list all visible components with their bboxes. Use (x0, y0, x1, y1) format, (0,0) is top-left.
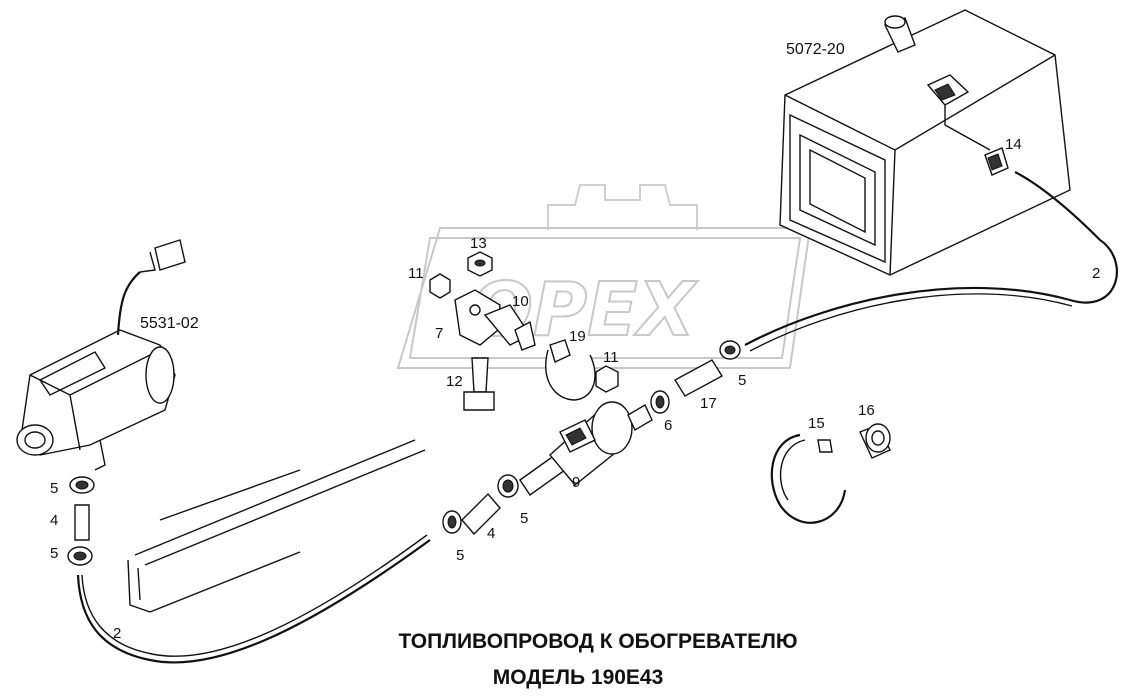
heater-connector (116, 239, 186, 336)
callout-2-right: 2 (1092, 265, 1100, 282)
label-heater-ref: 5531-02 (140, 315, 199, 332)
callout-11-upper: 11 (408, 265, 424, 282)
callout-5-right: 5 (738, 372, 746, 389)
callout-11-lower: 11 (603, 349, 619, 366)
fuel-tank (779, 9, 1071, 276)
callout-5-top-left: 5 (50, 480, 58, 497)
hose-4-center (461, 492, 501, 536)
callout-12: 12 (446, 373, 463, 390)
callout-16: 16 (858, 402, 875, 419)
heater-unit (16, 239, 186, 471)
hose-clamp-15 (770, 433, 847, 524)
clamp-6 (650, 390, 670, 414)
spacer-16 (859, 423, 891, 459)
fitting-10 (483, 304, 536, 351)
clamp-5-right (719, 340, 741, 360)
callout-4-left: 4 (50, 512, 58, 529)
nut-13 (467, 251, 493, 277)
callout-2-left: 2 (113, 625, 121, 642)
hose-4-left (74, 504, 90, 541)
clamp-5-top-left (69, 476, 95, 494)
callout-6: 6 (664, 417, 672, 434)
diagram-title-line1: ТОПЛИВОПРОВОД К ОБОГРЕВАТЕЛЮ (399, 630, 798, 653)
watermark-plate (396, 227, 812, 369)
nut-11-upper (429, 273, 451, 299)
callout-5-lower-a: 5 (456, 547, 464, 564)
callout-5-lower-b: 5 (520, 510, 528, 527)
watermark-gear-icon (547, 184, 698, 230)
callout-14: 14 (1005, 136, 1022, 153)
fitting-14 (984, 147, 1009, 176)
watermark: OPEX (396, 184, 812, 369)
nut-11-lower (595, 365, 619, 393)
fuel-hose-left (76, 539, 431, 664)
bracket-7 (454, 289, 501, 346)
callout-4-center: 4 (487, 525, 495, 542)
hose-17 (674, 359, 723, 397)
fuel-hose-right (744, 171, 1118, 346)
bolt-12 (463, 357, 495, 411)
clamp-5-lower-b (497, 474, 519, 498)
mounting-channel (127, 439, 426, 613)
tank-filler-cap (884, 15, 916, 53)
callout-17: 17 (700, 395, 717, 412)
callout-15: 15 (808, 415, 825, 432)
callout-10: 10 (512, 293, 529, 310)
label-tank-ref: 5072-20 (786, 41, 845, 58)
callout-5-bottom-left: 5 (50, 545, 58, 562)
fuel-pump-9 (519, 401, 653, 496)
clamp-5-lower-a (442, 510, 462, 534)
tank-sender-unit (926, 74, 991, 151)
callout-7: 7 (435, 325, 443, 342)
callout-13: 13 (470, 235, 487, 252)
clamp-19 (545, 339, 596, 401)
diagram-title-line2: МОДЕЛЬ 190E43 (493, 666, 664, 689)
clamp-5-bottom-left (67, 546, 93, 566)
callout-9: 9 (572, 474, 580, 491)
callout-19: 19 (569, 328, 586, 345)
